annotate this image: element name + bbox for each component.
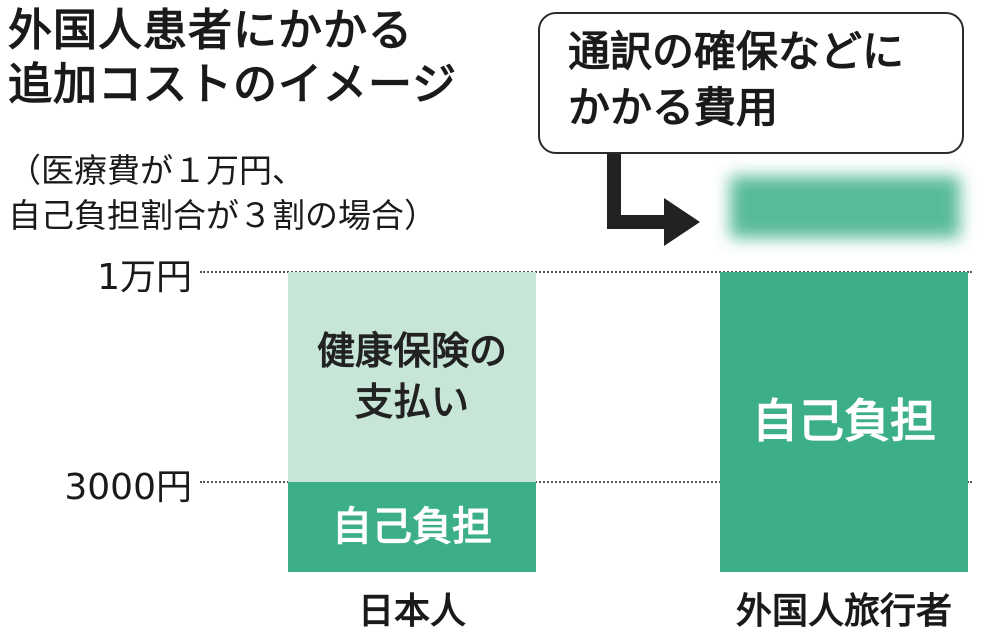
callout-line2: かかる費用 [568,83,779,132]
y-tick-label-3000: 3000円 [64,467,192,508]
bar-label: 自己負担 [332,504,492,550]
bar-label: 健康保険の [316,328,507,373]
chart-title-line2: 追加コストのイメージ [8,59,458,110]
chart-subtitle-line1: （医療費が１万円、 [8,151,305,190]
chart-subtitle-line2: 自己負担割合が３割の場合） [8,196,437,235]
category-label-1: 外国人旅行者 [735,591,952,632]
y-tick-label-10000: 1万円 [97,257,192,298]
callout-box: 通訳の確保などに かかる費用 [538,12,964,154]
bar-self-pay-0: 自己負担 [288,482,536,572]
bent-arrow-right-icon [607,154,700,246]
chart-subtitle: （医療費が１万円、 自己負担割合が３割の場合） [8,148,437,238]
chart-title-line1: 外国人患者にかかる [8,5,413,56]
bar-self-pay-1: 自己負担 [720,272,968,572]
blurred-extra-cost-box [730,176,960,238]
category-label-0: 日本人 [357,591,466,632]
gridline-10000 [200,271,972,273]
bar-label: 支払い [354,380,469,424]
gridline-3000 [200,481,972,483]
bar-insurance-0: 健康保険の支払い [288,272,536,482]
callout-line1: 通訳の確保などに [568,27,905,76]
bar-label: 自己負担 [752,394,936,449]
chart-title: 外国人患者にかかる 追加コストのイメージ [8,4,457,112]
